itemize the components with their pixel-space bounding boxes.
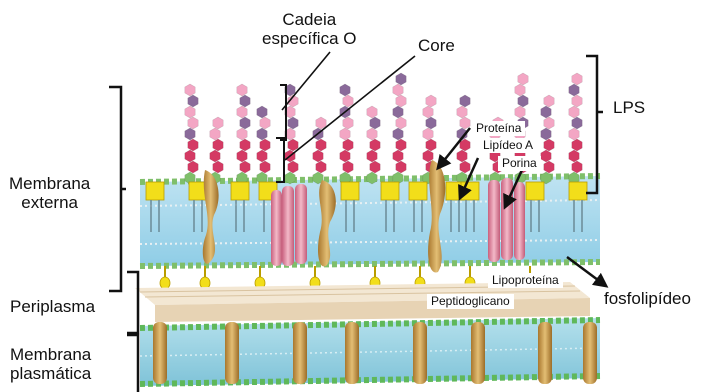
lps-molecule <box>313 117 326 184</box>
lps-molecule <box>340 84 353 184</box>
o-chain-bracket <box>280 85 286 140</box>
lps-bracket <box>586 56 597 193</box>
lps-molecule <box>257 106 270 184</box>
lipid-a-block <box>146 182 164 200</box>
lipoprotein <box>160 277 170 289</box>
outer-membrane-bracket <box>109 87 121 291</box>
plasma-membrane-protein <box>538 322 552 384</box>
peptidoglycan-label: Peptidoglicano <box>427 294 514 309</box>
porin-1 <box>271 184 307 266</box>
lps-molecule <box>393 73 406 184</box>
lipoprotein-label: Lipoproteína <box>488 273 563 288</box>
lps-molecule <box>457 95 470 184</box>
plasma-membrane-protein <box>413 322 427 384</box>
porin-label: Porina <box>498 156 541 171</box>
lps-label: LPS <box>613 99 645 118</box>
lps-molecule <box>185 84 198 184</box>
o-chain-label: Cadeia específica O <box>262 11 357 48</box>
periplasm-label: Periplasma <box>10 298 95 317</box>
lipid-a-label: Lipídeo A <box>479 138 537 153</box>
phospholipid-label: fosfolipídeo <box>604 290 691 309</box>
lps-molecule <box>210 117 223 184</box>
core-bracket <box>276 138 284 182</box>
lps-molecule <box>367 106 380 184</box>
plasma-membrane-protein <box>225 322 239 384</box>
lipid-a-block <box>569 182 587 200</box>
plasma-membrane-protein <box>153 322 167 384</box>
plasma-membrane-band <box>140 318 600 386</box>
plasma-membrane-protein <box>345 322 359 384</box>
lipid-a-block <box>231 182 249 200</box>
lipid-a-block <box>409 182 427 200</box>
plasma-membrane-protein <box>293 322 307 384</box>
o-chain-pointer <box>282 52 330 110</box>
protein-label: Proteína <box>472 121 525 136</box>
plasma-membrane-protein <box>583 322 597 384</box>
core-label: Core <box>418 37 455 56</box>
porin-2 <box>488 178 525 262</box>
periplasm-bracket <box>127 272 138 333</box>
lps-molecule <box>237 84 250 184</box>
lipid-a-block <box>341 182 359 200</box>
lipid-a-block <box>381 182 399 200</box>
plasma-membrane-label: Membrana plasmática <box>10 346 91 383</box>
lps-molecule <box>541 95 554 184</box>
lps-molecule <box>569 73 582 184</box>
plasma-membrane-bracket <box>127 335 138 392</box>
lipid-a-block <box>526 182 544 200</box>
plasma-membrane-protein <box>471 322 485 384</box>
outer-membrane-label: Membrana externa <box>9 175 90 212</box>
